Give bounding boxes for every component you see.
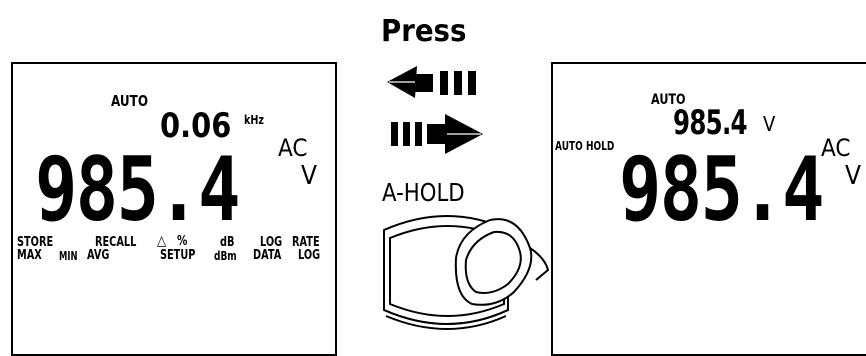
annunciator-min: MIN <box>59 250 78 262</box>
annunciator-db: dB <box>220 236 234 249</box>
ac-indicator: AC <box>278 136 307 160</box>
lcd-display-before: AUTO 0.06 kHz AC V 985.4 STORE RECALL △ … <box>11 62 337 356</box>
frequency-unit: kHz <box>244 114 264 126</box>
main-reading: 985.4 <box>35 146 239 234</box>
diagram: Press AUTO 0.06 kHz AC V 985.4 STORE REC… <box>0 0 866 334</box>
main-reading-held: 985.4 <box>619 146 823 234</box>
arrow-left-icon <box>387 66 476 98</box>
rotary-knob-icon <box>380 208 550 334</box>
volt-unit: V <box>301 163 317 189</box>
auto-indicator-left: AUTO <box>555 140 583 152</box>
annunciator-data: DATA <box>253 249 281 262</box>
annunciator-max: MAX <box>17 249 42 262</box>
volt-unit-right: V <box>845 163 861 189</box>
annunciator-avg: AVG <box>87 249 109 262</box>
annunciator-delta: △ <box>157 234 166 248</box>
arrows-icon <box>385 64 485 164</box>
annunciator-dbm: dBm <box>214 250 237 262</box>
ac-indicator-right: AC <box>821 136 850 160</box>
aux-volt-unit: V <box>763 114 775 134</box>
arrow-right-icon <box>391 114 483 154</box>
a-hold-label: A-HOLD <box>382 178 465 207</box>
hold-indicator: HOLD <box>586 140 614 152</box>
press-label: Press <box>381 14 466 49</box>
annunciator-percent: % <box>177 235 187 248</box>
annunciator-setup: SETUP <box>160 249 195 262</box>
auto-indicator: AUTO <box>111 94 148 109</box>
annunciator-log2: LOG <box>298 249 320 262</box>
hold-aux-value: 985.4 <box>673 106 747 140</box>
lcd-display-after: AUTO 985.4 V AUTO HOLD AC V 985.4 <box>551 62 866 356</box>
